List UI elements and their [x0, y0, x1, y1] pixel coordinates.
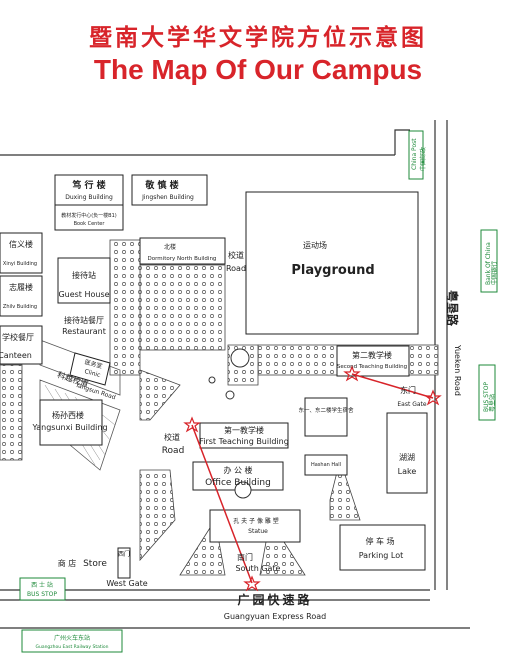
clinic-en: Clinic [84, 368, 102, 379]
restaurant-en: Restaurant [62, 327, 106, 336]
office-en: Office Building [205, 478, 271, 488]
guesthouse-en: Guest House [58, 290, 109, 299]
statue-en: Statue [248, 528, 268, 535]
yueken-cn: 粤垦路 [445, 290, 460, 327]
xiaodao-top-en: Road [226, 264, 246, 273]
bookcenter-cn: 教材发行中心(负一楼B1) [61, 212, 117, 219]
statue-cn: 孔 夫 子 像 雕 塑 [233, 517, 279, 525]
route-lines [191, 373, 434, 584]
bookcenter-en: Book Center [74, 221, 106, 227]
first-teaching-cn: 第一教学楼 [224, 425, 264, 435]
bank-sign: Bank Of China 中国银行 [480, 229, 498, 293]
east-gate-cn: 东门 [400, 385, 416, 395]
guangyuan-en: Guangyuan Express Road [224, 612, 327, 621]
store-cn: 商 店 [58, 558, 77, 568]
playground-en: Playground [291, 263, 374, 278]
bank-en: Bank Of China [485, 242, 492, 285]
duxing-en: Duxing Building [65, 194, 113, 201]
canteen-en: Canteen [0, 351, 32, 360]
hashan-label: Hashan Hall [311, 462, 341, 468]
parking-cn: 停 车 场 [365, 536, 394, 546]
buildings [0, 174, 428, 579]
bus-stop-left-sign: 西 士 站 BUS STOP [19, 577, 66, 601]
china-post-sign: China Post 中国邮政 [408, 130, 427, 180]
north-cn: 北楼 [164, 243, 176, 251]
canteen-cn: 学校餐厅 [2, 332, 34, 342]
bank-cn: 中国银行 [490, 261, 498, 285]
bus-stop-right-cn: 粤垦站 [488, 394, 496, 412]
railway-station-sign: 广州火车东站 Guangzhou East Railway Station [21, 629, 123, 653]
railway-en: Guangzhou East Railway Station [35, 644, 108, 650]
second-teaching-en: Second Teaching Building [337, 364, 407, 370]
map-title-cn: 暨南大学华文学院方位示意图 [89, 25, 427, 51]
bus-stop-right-sign: BUS STOP 粤垦站 [478, 364, 496, 421]
yangsunxi-en: Yangsunxi Building [31, 423, 107, 432]
office-cn: 办 公 楼 [223, 465, 252, 475]
china-post-en: China Post [411, 138, 418, 170]
lake-en: Lake [398, 467, 417, 476]
xiaodao-top-cn: 校道 [228, 250, 244, 260]
guangyuan-cn: 广园快速路 [237, 592, 312, 607]
road-left-en: Road [162, 446, 185, 456]
zhilv-en: Zhilv Building [3, 304, 37, 310]
west-gate-cn: 西门 [118, 550, 130, 558]
xinyi-en: Xinyi Building [3, 261, 37, 267]
yueken-en: Yueken Road [453, 344, 462, 396]
dorm-label: 东一、东二楼学生宿舍 [298, 406, 354, 414]
yangsunxi-cn: 杨孙西楼 [52, 410, 84, 420]
xinyi-cn: 信义楼 [9, 239, 33, 249]
east-gate-en: East Gate [397, 401, 427, 408]
map-title-en: The Map Of Our Campus [93, 54, 423, 85]
duxing-cn: 笃 行 楼 [71, 179, 105, 191]
china-post-cn: 中国邮政 [419, 147, 427, 171]
zhilv-cn: 志履楼 [9, 282, 33, 292]
restaurant-cn: 接待站餐厅 [64, 315, 104, 325]
railway-cn: 广州火车东站 [54, 634, 90, 642]
circles [208, 348, 252, 499]
first-teaching-en: First Teaching Building [199, 437, 289, 446]
parking-en: Parking Lot [359, 551, 404, 560]
west-gate-en: West Gate [106, 579, 147, 588]
north-en: Dormitory North Building [148, 256, 217, 262]
bus-stop-left-cn: 西 士 站 [31, 581, 53, 589]
route-stars [183, 365, 442, 592]
bus-stop-right-en: BUS STOP [483, 382, 490, 412]
lake-cn: 湖湖 [399, 453, 415, 462]
jingshen-en: Jingshen Building [141, 194, 194, 201]
south-gate-cn: 南门 [237, 552, 253, 562]
road-left-cn: 校道 [164, 432, 180, 442]
guesthouse-cn: 接待站 [72, 270, 96, 280]
playground-cn: 运动场 [303, 240, 327, 250]
jingshen-cn: 敬 慎 楼 [144, 179, 178, 191]
south-gate-en: South Gate [236, 564, 281, 573]
second-teaching-cn: 第二教学楼 [352, 350, 392, 360]
bus-stop-left-en: BUS STOP [27, 591, 57, 598]
store-en: Store [83, 559, 107, 569]
